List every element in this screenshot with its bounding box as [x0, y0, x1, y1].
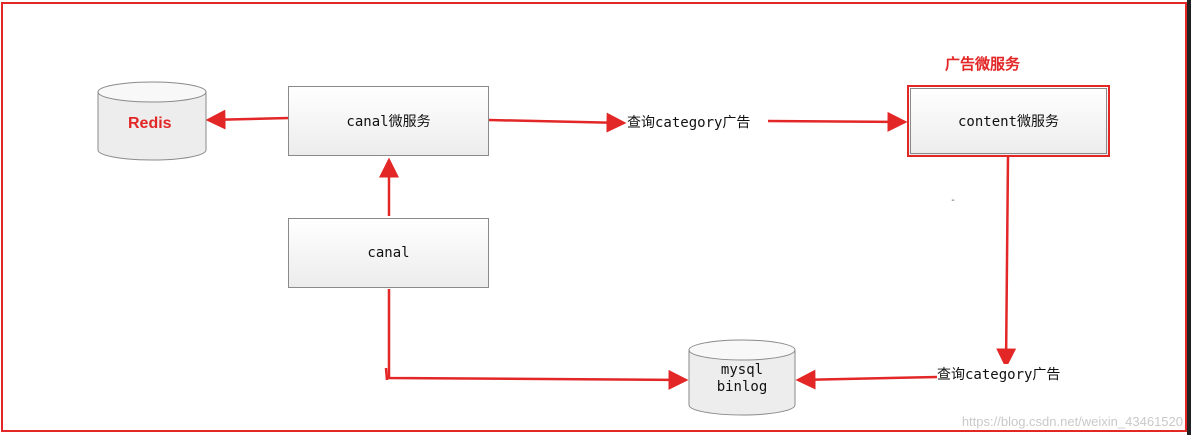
arrow-query-to-mysql — [795, 369, 938, 390]
content-service-label: content微服务 — [957, 114, 1059, 130]
canal-node: canal — [288, 218, 489, 288]
watermark-text: https://blog.csdn.net/weixin_43461520 — [961, 414, 1183, 429]
query-label-top: 查询category广告 — [627, 112, 751, 132]
canal-service-node: canal微服务 — [288, 86, 489, 156]
mysql-label: mysql binlog — [705, 362, 779, 396]
mysql-cylinder — [688, 339, 796, 416]
arrow-canal-to-mysql — [387, 289, 689, 390]
mysql-label-line1: mysql — [720, 362, 764, 378]
arrow-canal-service-to-redis — [205, 109, 290, 130]
query-label-bottom: 查询category广告 — [937, 364, 1061, 384]
content-service-node: content微服务 — [907, 85, 1110, 157]
dash-mark: - — [950, 195, 957, 206]
arrow-canal-service-to-query — [488, 112, 627, 133]
window-edge — [1187, 0, 1191, 435]
ad-service-title: 广告微服务 — [945, 55, 1021, 73]
canal-service-label: canal微服务 — [346, 114, 431, 130]
arrow-query-to-content — [767, 111, 908, 132]
arrow-content-down — [996, 155, 1017, 369]
canal-label: canal — [367, 245, 410, 261]
redis-cylinder — [97, 81, 207, 161]
redis-label: Redis — [128, 115, 172, 132]
arrow-canal-down-tip — [384, 367, 389, 381]
mysql-label-line2: binlog — [716, 379, 768, 395]
